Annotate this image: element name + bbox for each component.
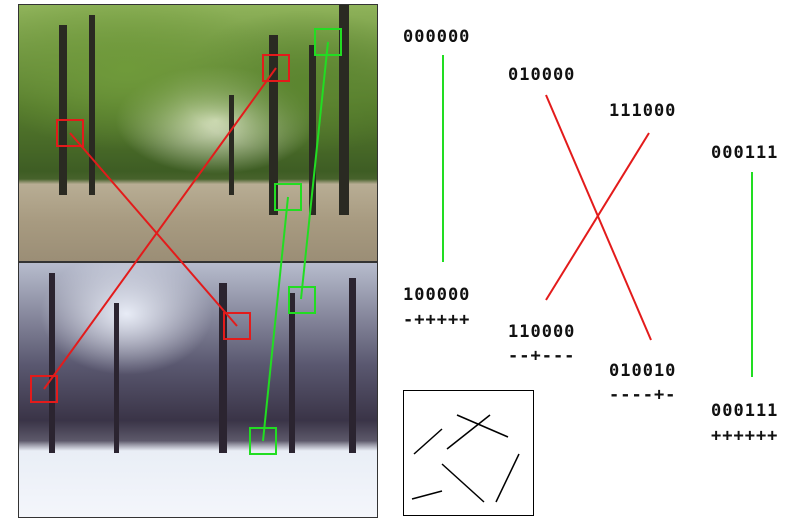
- descriptor-code-bottom-1: 100000: [403, 285, 471, 305]
- segment: [456, 414, 509, 438]
- segment: [446, 414, 491, 450]
- winter-park-photo: [18, 262, 378, 518]
- descriptor-diff-2: ----+-: [609, 385, 677, 405]
- descriptor-code-bottom-2: 010010: [609, 361, 677, 381]
- descriptor-code-top-1: 000000: [403, 27, 471, 47]
- descriptor-diff-4: ++++++: [711, 426, 779, 446]
- segment: [441, 463, 485, 503]
- summer-park-photo: [18, 4, 378, 262]
- line-segments-inset: [403, 390, 534, 516]
- descriptor-code-top-4: 000111: [711, 143, 779, 163]
- descriptor-line-red-1: [545, 94, 652, 341]
- segment: [495, 453, 520, 503]
- segment: [411, 490, 443, 500]
- descriptor-code-bottom-3: 110000: [508, 322, 576, 342]
- line-segments-drawing: [411, 414, 520, 503]
- descriptor-diff-1: -+++++: [403, 310, 471, 330]
- descriptor-code-top-2: 010000: [508, 65, 576, 85]
- descriptor-line-red-2: [545, 132, 650, 301]
- descriptor-code-top-3: 111000: [609, 101, 677, 121]
- descriptor-diff-3: --+---: [508, 346, 576, 366]
- segment: [413, 428, 443, 455]
- descriptor-code-bottom-4: 000111: [711, 401, 779, 421]
